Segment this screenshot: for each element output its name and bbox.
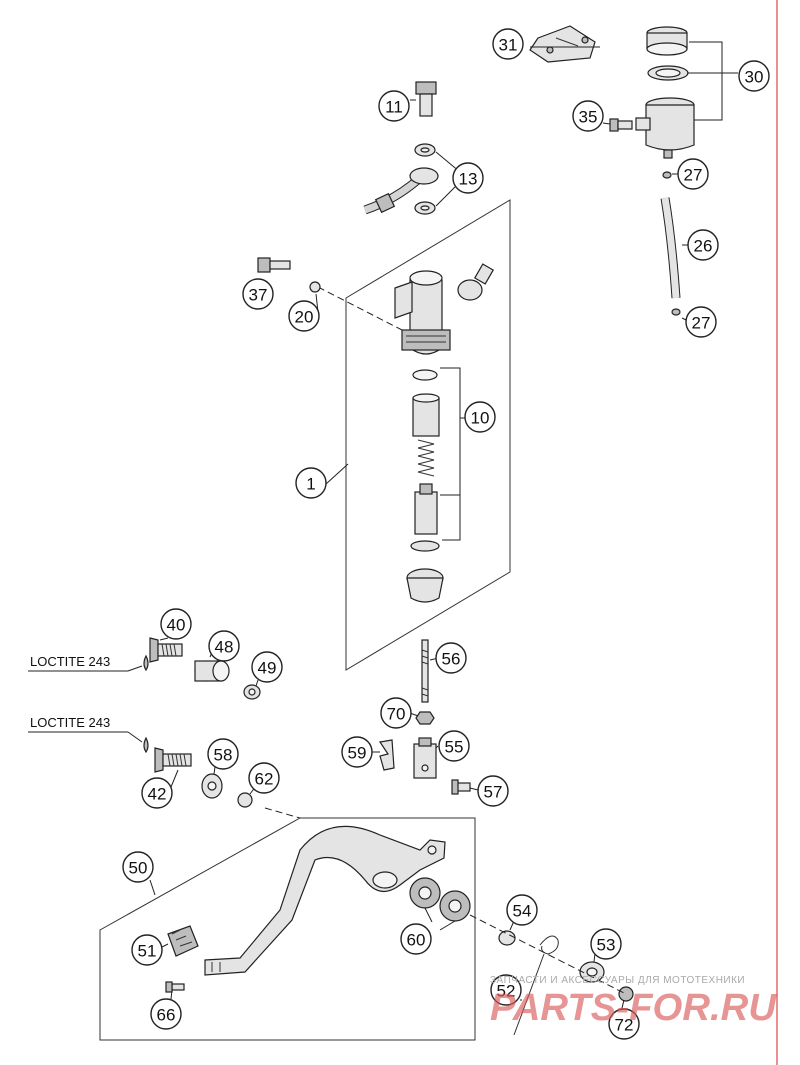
nut-70 xyxy=(415,711,435,725)
watermark-tagline: ЗАПЧАСТИ И АКСЕССУАРЫ ДЛЯ МОТОТЕХНИКИ xyxy=(490,975,745,986)
rebuild-kit-10 xyxy=(406,369,444,603)
pin-57 xyxy=(451,779,471,795)
bolt-35 xyxy=(609,118,633,132)
callout-56: 56 xyxy=(435,642,467,674)
callout-31: 31 xyxy=(492,28,524,60)
banjo-bolt-11 xyxy=(415,81,437,117)
callout-26: 26 xyxy=(687,229,719,261)
callout-55: 55 xyxy=(438,730,470,762)
svg-text:26: 26 xyxy=(694,237,713,256)
svg-text:53: 53 xyxy=(597,936,616,955)
clip-72 xyxy=(618,986,634,1002)
callout-27-top: 27 xyxy=(677,158,709,190)
bolt-37 xyxy=(257,257,291,273)
callout-57: 57 xyxy=(477,775,509,807)
callout-72: 72 xyxy=(608,1008,640,1040)
reservoir-cover-31 xyxy=(529,25,596,63)
clevis-55 xyxy=(413,737,437,779)
callout-35: 35 xyxy=(572,100,604,132)
callout-58: 58 xyxy=(207,738,239,770)
svg-text:31: 31 xyxy=(499,36,518,55)
callout-30: 30 xyxy=(738,60,770,92)
svg-text:59: 59 xyxy=(348,744,367,763)
bushing-48 xyxy=(194,660,230,682)
callout-11: 11 xyxy=(378,90,410,122)
callout-37: 37 xyxy=(242,278,274,310)
reservoir-30 xyxy=(635,26,695,159)
callout-66: 66 xyxy=(150,998,182,1030)
loctite-note-2: LOCTITE 243 xyxy=(30,715,110,730)
svg-text:35: 35 xyxy=(579,108,598,127)
svg-text:50: 50 xyxy=(129,859,148,878)
loctite-drop-2 xyxy=(143,736,149,754)
loctite-note-1: LOCTITE 243 xyxy=(30,654,110,669)
callout-54: 54 xyxy=(506,894,538,926)
callout-48: 48 xyxy=(208,630,240,662)
callout-53: 53 xyxy=(590,928,622,960)
callout-10: 10 xyxy=(464,401,496,433)
callout-51: 51 xyxy=(131,934,163,966)
svg-text:42: 42 xyxy=(148,785,167,804)
svg-text:20: 20 xyxy=(295,308,314,327)
callout-1: 1 xyxy=(295,467,327,499)
clip-59 xyxy=(378,739,395,771)
callout-62: 62 xyxy=(248,762,280,794)
svg-text:51: 51 xyxy=(138,942,157,961)
clamp-27-bottom xyxy=(671,308,681,316)
brake-pedal-50 xyxy=(204,825,446,976)
svg-text:70: 70 xyxy=(387,705,406,724)
watermark-brand: PARTS-FOR.RU xyxy=(490,987,778,1029)
bolt-40 xyxy=(149,637,183,663)
svg-text:52: 52 xyxy=(497,982,516,1001)
assembly-50-outline xyxy=(99,817,476,1041)
svg-text:10: 10 xyxy=(471,409,490,428)
svg-text:66: 66 xyxy=(157,1006,176,1025)
clamp-27-top xyxy=(662,171,672,179)
callout-40: 40 xyxy=(160,608,192,640)
svg-text:49: 49 xyxy=(258,659,277,678)
washer-54 xyxy=(498,930,516,946)
callout-20: 20 xyxy=(288,300,320,332)
svg-text:11: 11 xyxy=(385,98,403,117)
callout-27-bottom: 27 xyxy=(685,306,717,338)
svg-text:57: 57 xyxy=(484,783,503,802)
master-cylinder-body xyxy=(394,263,495,355)
callout-13: 13 xyxy=(452,162,484,194)
callout-70: 70 xyxy=(380,697,412,729)
svg-text:13: 13 xyxy=(459,170,478,189)
bearings-60 xyxy=(409,877,471,922)
pedal-tip-51 xyxy=(167,925,199,957)
banjo-washers-13 xyxy=(414,143,436,215)
svg-text:58: 58 xyxy=(214,746,233,765)
callout-52: 52 xyxy=(490,974,522,1006)
bolt-66 xyxy=(165,981,185,993)
pushrod-56 xyxy=(421,639,429,703)
spring-52 xyxy=(513,935,559,1036)
svg-text:54: 54 xyxy=(513,902,532,921)
svg-text:37: 37 xyxy=(249,286,268,305)
bolt-42 xyxy=(154,747,192,773)
washer-62 xyxy=(237,792,253,808)
callout-49: 49 xyxy=(251,651,283,683)
svg-text:72: 72 xyxy=(615,1016,634,1035)
svg-text:56: 56 xyxy=(442,650,461,669)
svg-text:48: 48 xyxy=(215,638,234,657)
svg-text:27: 27 xyxy=(692,314,711,333)
washer-20 xyxy=(309,281,321,293)
svg-text:55: 55 xyxy=(445,738,464,757)
assembly-1-outline xyxy=(345,199,511,671)
svg-text:60: 60 xyxy=(407,931,426,950)
svg-text:30: 30 xyxy=(745,68,764,87)
callout-59: 59 xyxy=(341,736,373,768)
callout-60: 60 xyxy=(400,923,432,955)
svg-text:1: 1 xyxy=(306,475,315,494)
svg-text:27: 27 xyxy=(684,166,703,185)
loctite-drop-1 xyxy=(143,654,149,672)
callout-42: 42 xyxy=(141,777,173,809)
svg-text:62: 62 xyxy=(255,770,274,789)
brake-line xyxy=(363,167,439,215)
svg-text:40: 40 xyxy=(167,616,186,635)
callout-50: 50 xyxy=(122,851,154,883)
